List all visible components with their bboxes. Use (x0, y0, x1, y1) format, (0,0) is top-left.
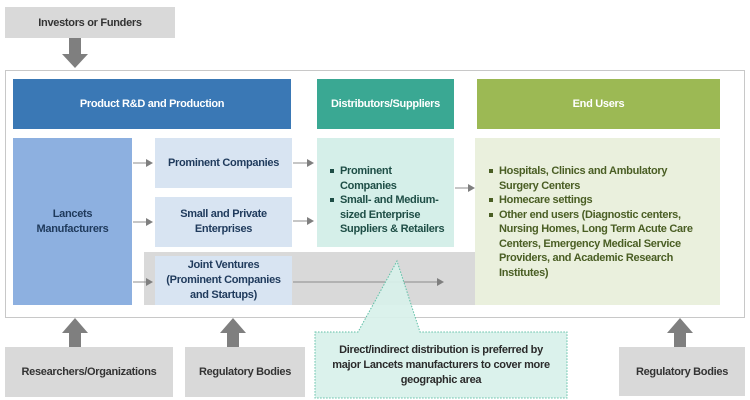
flow-arrow-small-to-distributors (293, 217, 314, 225)
flow-arrow-manufacturers-to-prominent (133, 159, 153, 167)
flow-arrow-joint-to-end-users (293, 278, 444, 286)
flow-arrow-prominent-to-distributors (293, 159, 314, 167)
end-users-box: Hospitals, Clinics and Ambulatory Surger… (475, 138, 720, 305)
regulatory-bodies-right-box: Regulatory Bodies (619, 347, 745, 396)
researchers-label: Researchers/Organizations (21, 366, 157, 378)
block-arrow-regulatory-right-up (667, 318, 693, 347)
block-arrow-regulatory-left-up (220, 318, 246, 347)
header-product-rd: Product R&D and Production (13, 79, 291, 129)
distributors-item: Prominent Companies (329, 164, 446, 193)
callout-shape (314, 259, 568, 399)
manufacturers-label: Lancets Manufacturers (36, 207, 109, 235)
joint-ventures-label: Joint Ventures (Prominent Companies and … (166, 259, 281, 301)
end-users-item: Hospitals, Clinics and Ambulatory Surger… (488, 164, 708, 193)
block-arrow-researchers-up (62, 318, 88, 347)
distributors-list: Prominent Companies Small- and Medium-si… (329, 164, 446, 237)
flow-arrow-manufacturers-to-small (133, 218, 153, 226)
header-product-rd-label: Product R&D and Production (79, 98, 225, 110)
end-users-item: Other end users (Diagnostic centers, Nur… (488, 208, 708, 281)
header-distributors: Distributors/Suppliers (317, 79, 454, 129)
distributors-box: Prominent Companies Small- and Medium-si… (317, 138, 454, 247)
callout-box: Direct/indirect distribution is preferre… (320, 334, 562, 396)
end-users-list: Hospitals, Clinics and Ambulatory Surger… (488, 164, 708, 280)
joint-ventures-box: Joint Ventures (Prominent Companies and … (155, 256, 292, 305)
header-end-users: End Users (477, 79, 720, 129)
distributors-item: Small- and Medium-sized Enterprise Suppl… (329, 193, 446, 237)
regulatory-bodies-right-label: Regulatory Bodies (635, 365, 729, 378)
regulatory-bodies-left-label: Regulatory Bodies (198, 366, 292, 378)
investors-box: Investors or Funders (5, 7, 175, 38)
header-end-users-label: End Users (572, 98, 625, 110)
small-private-label: Small and Private Enterprises (180, 208, 267, 235)
manufacturers-box: Lancets Manufacturers (13, 138, 132, 305)
prominent-companies-label: Prominent Companies (167, 156, 280, 169)
callout-text: Direct/indirect distribution is preferre… (332, 343, 550, 386)
investors-label: Investors or Funders (38, 16, 142, 29)
header-distributors-label: Distributors/Suppliers (331, 98, 440, 110)
block-arrow-investors-down (62, 38, 88, 68)
researchers-box: Researchers/Organizations (5, 347, 173, 397)
end-users-item: Homecare settings (488, 193, 708, 208)
flow-arrow-distributors-to-end-users (455, 184, 475, 192)
regulatory-bodies-left-box: Regulatory Bodies (185, 347, 305, 397)
prominent-companies-box: Prominent Companies (155, 138, 292, 188)
flow-arrow-manufacturers-to-joint (133, 278, 153, 286)
small-private-box: Small and Private Enterprises (155, 197, 292, 247)
